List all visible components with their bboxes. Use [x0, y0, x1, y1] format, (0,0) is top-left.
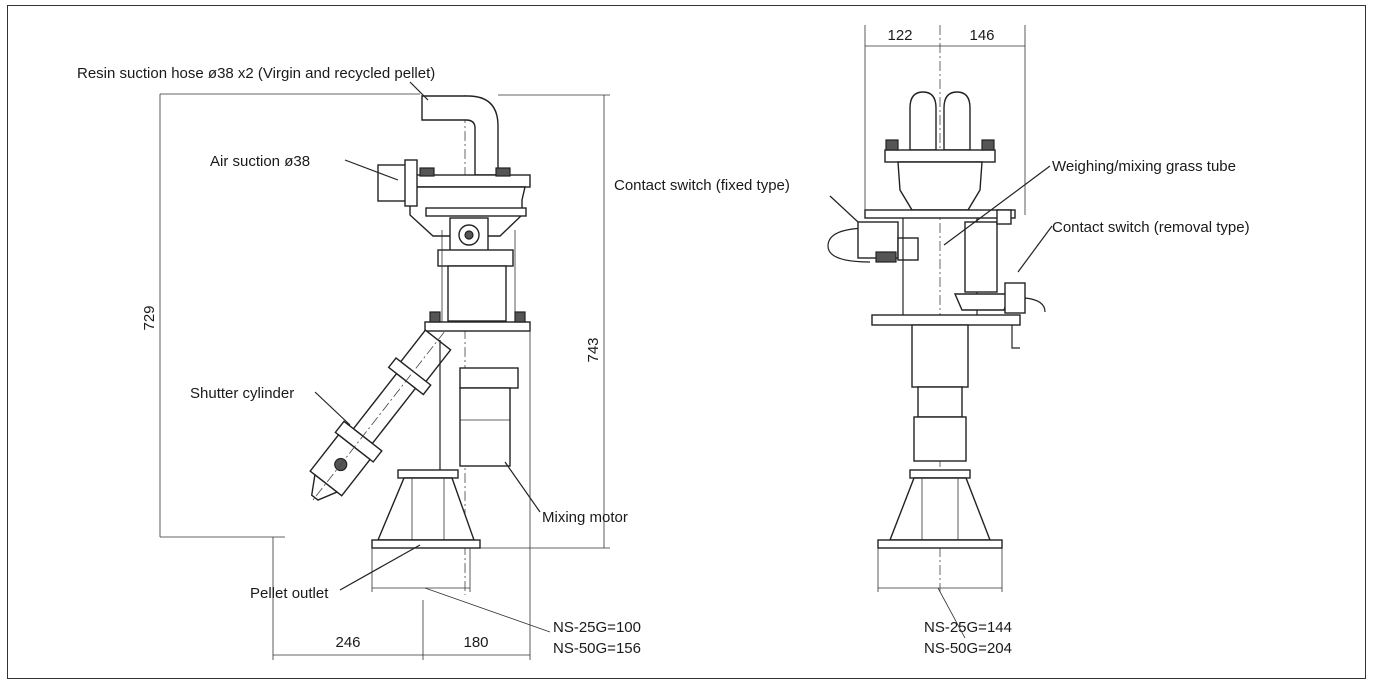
dim-front-base-leader: [937, 587, 966, 639]
front-lid-clamp-left: [885, 139, 899, 151]
fixed-switch-cable: [827, 227, 871, 263]
lid-clamp-right: [495, 167, 511, 177]
leader-pellet-outlet: [339, 544, 421, 591]
mixing-plate-wing-right: [514, 311, 526, 323]
front-stand-top: [909, 469, 971, 479]
removal-switch-cap: [996, 209, 1012, 225]
label-pellet-outlet: Pellet outlet: [250, 585, 329, 602]
hopper-lid: [399, 174, 531, 188]
leader-shutter-cylinder: [314, 391, 351, 426]
dim-743-label: 743: [585, 337, 602, 362]
front-upper-plate: [864, 209, 1016, 219]
leader-air-suction: [344, 159, 399, 181]
hose-left: [909, 91, 937, 151]
front-handle: [1011, 325, 1020, 349]
stand-cone: [376, 477, 475, 541]
removal-switch-funnel: [953, 293, 1012, 311]
upper-plate: [425, 207, 527, 217]
front-stand-base: [877, 539, 1003, 549]
dim-right-base-25g: NS-25G=144: [924, 619, 1012, 636]
stand-base: [371, 539, 481, 549]
weighing-chamber: [447, 265, 507, 322]
fixed-switch-bracket: [897, 237, 919, 261]
air-suction-flange: [404, 159, 418, 207]
drawing-frame: [7, 5, 1366, 679]
motor-cap: [459, 367, 519, 389]
mixing-motor-body: [459, 387, 511, 467]
dim-left-base-50g: NS-50G=156: [553, 640, 641, 657]
dim-122-label: 122: [887, 27, 912, 44]
hose-right: [943, 91, 971, 151]
mixing-plate-wing-left: [429, 311, 441, 323]
removal-switch-body: [964, 221, 998, 293]
leader-contact-fixed: [829, 195, 859, 223]
label-contact-removal: Contact switch (removal type): [1052, 219, 1250, 236]
lid-clamp-left: [419, 167, 435, 177]
front-mixing-plate: [871, 314, 1021, 326]
leader-contact-removal: [1017, 225, 1053, 273]
front-stand-cone: [888, 477, 992, 541]
shutter-cylinder-assembly: [309, 329, 452, 502]
stand-top: [397, 469, 459, 479]
dim-729-label: 729: [141, 305, 158, 330]
label-shutter-cylinder: Shutter cylinder: [190, 385, 294, 402]
valve-hub: [464, 230, 474, 240]
leader-mixing-motor: [504, 461, 541, 513]
mixing-plate: [424, 321, 531, 332]
removal-switch-cable: [1024, 297, 1046, 313]
label-weighing-tube: Weighing/mixing grass tube: [1052, 158, 1236, 175]
front-chamber: [911, 324, 969, 388]
resin-hose-elbow: [421, 95, 499, 176]
clamp-ring: [437, 249, 514, 267]
dim-left-base-25g: NS-25G=100: [553, 619, 641, 636]
dim-base-leader: [424, 587, 551, 633]
label-air-suction: Air suction ø38: [210, 153, 310, 170]
fixed-switch-plate: [875, 251, 897, 263]
dim-246-label: 246: [335, 634, 360, 651]
front-motor: [913, 416, 967, 462]
leader-resin-hose: [409, 81, 429, 101]
label-mixing-motor: Mixing motor: [542, 509, 628, 526]
label-resin-hose: Resin suction hose ø38 x2 (Virgin and re…: [77, 65, 435, 82]
removal-switch-plug: [1004, 282, 1026, 314]
side-view: 729 743 NS-25G=100 NS-50G=156 246 180 Re…: [77, 65, 641, 660]
front-lid-clamp-right: [981, 139, 995, 151]
dim-146-label: 146: [969, 27, 994, 44]
front-neck: [917, 386, 963, 418]
dim-right-base-50g: NS-50G=204: [924, 640, 1012, 657]
label-contact-fixed: Contact switch (fixed type): [614, 177, 790, 194]
front-lid: [884, 149, 996, 163]
dim-180-label: 180: [463, 634, 488, 651]
front-view: 122 146 NS-25G=144 NS-50G=204 Contact sw…: [614, 25, 1250, 657]
front-hopper: [897, 161, 983, 211]
leader-weighing-tube: [943, 165, 1051, 246]
